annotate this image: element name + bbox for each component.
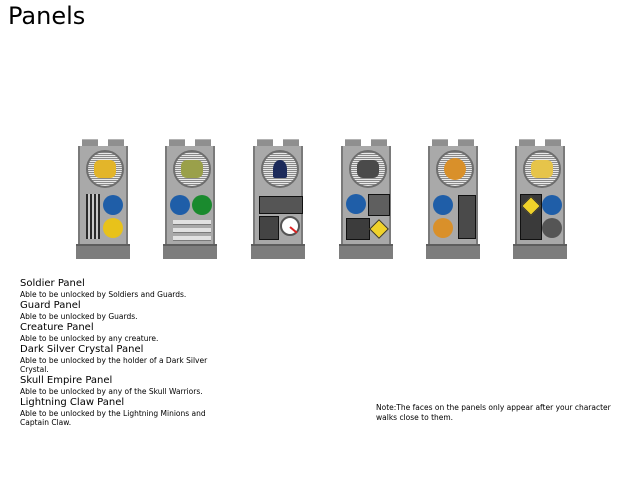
panel-descriptions: Soldier Panel Able to be unlocked by Sol…	[20, 278, 220, 428]
dark-silver-face	[357, 160, 379, 178]
panel-description: Able to be unlocked by any creature.	[20, 334, 159, 343]
stud	[371, 139, 387, 147]
fan-grille	[436, 150, 474, 188]
panel-body	[78, 146, 128, 244]
dark-silver-crystal-panel-image	[339, 139, 393, 259]
creature-panel-image	[251, 139, 305, 259]
fan-grille	[173, 150, 211, 188]
blue-dot	[542, 195, 562, 215]
bar	[173, 228, 211, 233]
control-strip	[259, 196, 303, 214]
green-dot	[192, 195, 212, 215]
panel-base	[76, 244, 130, 259]
panel-description: Able to be unlocked by Guards.	[20, 312, 138, 321]
stud	[82, 139, 98, 147]
panel-body	[165, 146, 215, 244]
panel-base	[251, 244, 305, 259]
panel-name: Guard Panel	[20, 300, 81, 311]
guard-face	[181, 160, 203, 178]
control-block	[346, 218, 370, 240]
panel-base	[426, 244, 480, 259]
panel-body	[428, 146, 478, 244]
stud	[432, 139, 448, 147]
stud	[345, 139, 361, 147]
dark-block	[368, 194, 390, 216]
stud	[283, 139, 299, 147]
stud	[519, 139, 535, 147]
gray-dot	[542, 218, 562, 238]
bar	[173, 220, 211, 225]
panel-description: Able to be unlocked by the Lightning Min…	[20, 409, 206, 427]
stud	[458, 139, 474, 147]
stud	[108, 139, 124, 147]
page-title: Panels	[8, 2, 86, 30]
stud	[545, 139, 561, 147]
gauge-icon	[280, 216, 300, 236]
blue-dot	[346, 194, 366, 214]
panel-name: Lightning Claw Panel	[20, 397, 125, 408]
panel-name: Dark Silver Crystal Panel	[20, 344, 144, 355]
bar	[173, 236, 211, 241]
skull-empire-panel-image	[426, 139, 480, 259]
panel-base	[513, 244, 567, 259]
panel-name: Soldier Panel	[20, 278, 85, 289]
stud	[169, 139, 185, 147]
panel-body	[515, 146, 565, 244]
panel-base	[339, 244, 393, 259]
panel-base	[163, 244, 217, 259]
fan-grille	[86, 150, 124, 188]
orange-dot	[433, 218, 453, 238]
note-text: Note:The faces on the panels only appear…	[376, 403, 611, 422]
skull-face	[444, 158, 466, 180]
panel-name: Creature Panel	[20, 322, 94, 333]
control-block	[259, 216, 279, 240]
stud	[257, 139, 273, 147]
guard-panel-image	[163, 139, 217, 259]
control-strip	[458, 195, 476, 239]
stud	[195, 139, 211, 147]
panel-body	[253, 146, 303, 244]
blue-dot	[170, 195, 190, 215]
yellow-diamond-icon	[369, 219, 389, 239]
lightning-claw-panel-image	[513, 139, 567, 259]
panel-description: Able to be unlocked by any of the Skull …	[20, 387, 203, 396]
lightning-claw-face	[531, 160, 553, 178]
blue-dot	[433, 195, 453, 215]
fan-grille	[523, 150, 561, 188]
yellow-dot	[103, 218, 123, 238]
soldier-panel-image	[76, 139, 130, 259]
slot-strip	[86, 194, 100, 239]
panel-body	[341, 146, 391, 244]
blue-dot	[103, 195, 123, 215]
creature-face	[273, 160, 287, 178]
soldier-face	[94, 160, 116, 178]
panel-description: Able to be unlocked by Soldiers and Guar…	[20, 290, 187, 299]
panel-description: Able to be unlocked by the holder of a D…	[20, 356, 208, 374]
panel-name: Skull Empire Panel	[20, 375, 113, 386]
